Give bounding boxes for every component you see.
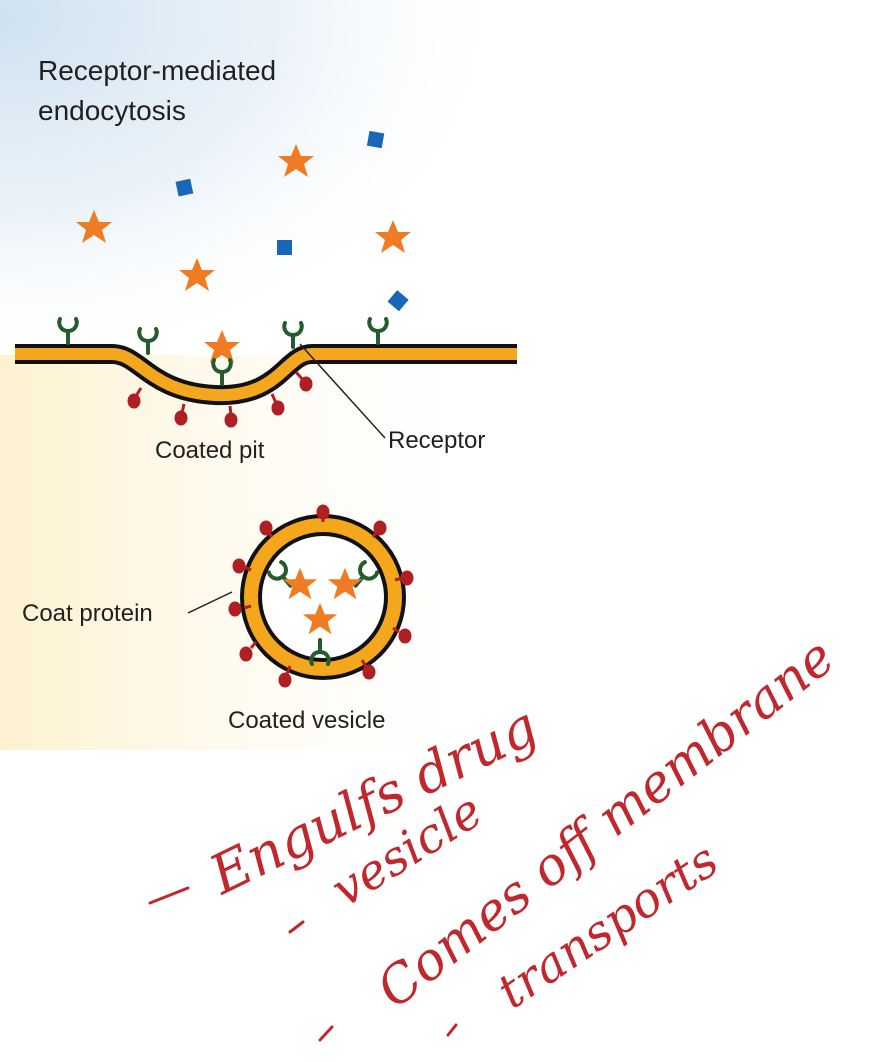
- pit-coat-proteins: [127, 371, 313, 428]
- note-dash: [288, 920, 305, 934]
- ligand-square: [175, 178, 194, 197]
- diagram-title-line2: endocytosis: [38, 95, 186, 126]
- coat-protein-icon: [224, 405, 238, 428]
- note-dash: [446, 1023, 458, 1037]
- ligand-square: [387, 290, 409, 312]
- coat-protein-icon: [394, 570, 414, 586]
- diagram-title-line1: Receptor-mediated: [38, 55, 276, 86]
- note-dash: [148, 886, 190, 905]
- coat-protein-icon: [239, 641, 258, 662]
- ligand-squares: [175, 130, 409, 312]
- coat-protein-icon: [316, 504, 330, 522]
- coat-protein-label: Coat protein: [22, 600, 153, 627]
- receptor-label: Receptor: [388, 427, 485, 454]
- coated-vesicle: [228, 504, 414, 688]
- ligand-square: [277, 240, 292, 255]
- coat-protein-icon: [270, 393, 285, 416]
- ligand-square: [366, 130, 385, 149]
- coated-pit-label: Coated pit: [155, 437, 265, 464]
- coat-protein-icon: [392, 626, 412, 644]
- coat-protein-icon: [294, 371, 313, 392]
- note-dash: [318, 1025, 334, 1042]
- plasma-membrane: [15, 344, 517, 406]
- coated-vesicle-label: Coated vesicle: [228, 707, 385, 734]
- vesicle-coat-proteins: [228, 504, 414, 688]
- receptor-leader-line: [299, 343, 386, 439]
- coat-protein-icon: [360, 659, 376, 680]
- coat-protein-icon: [232, 558, 252, 574]
- coat-protein-leader-line: [187, 591, 233, 614]
- extracellular-space: [0, 0, 520, 360]
- coat-protein-icon: [371, 520, 387, 538]
- coat-protein-icon: [174, 403, 188, 426]
- handwritten-notes: [148, 886, 458, 1042]
- coat-protein-icon: [127, 387, 143, 409]
- coat-protein-icon: [259, 520, 274, 538]
- coat-protein-icon: [278, 665, 292, 688]
- coat-protein-icon: [228, 601, 252, 617]
